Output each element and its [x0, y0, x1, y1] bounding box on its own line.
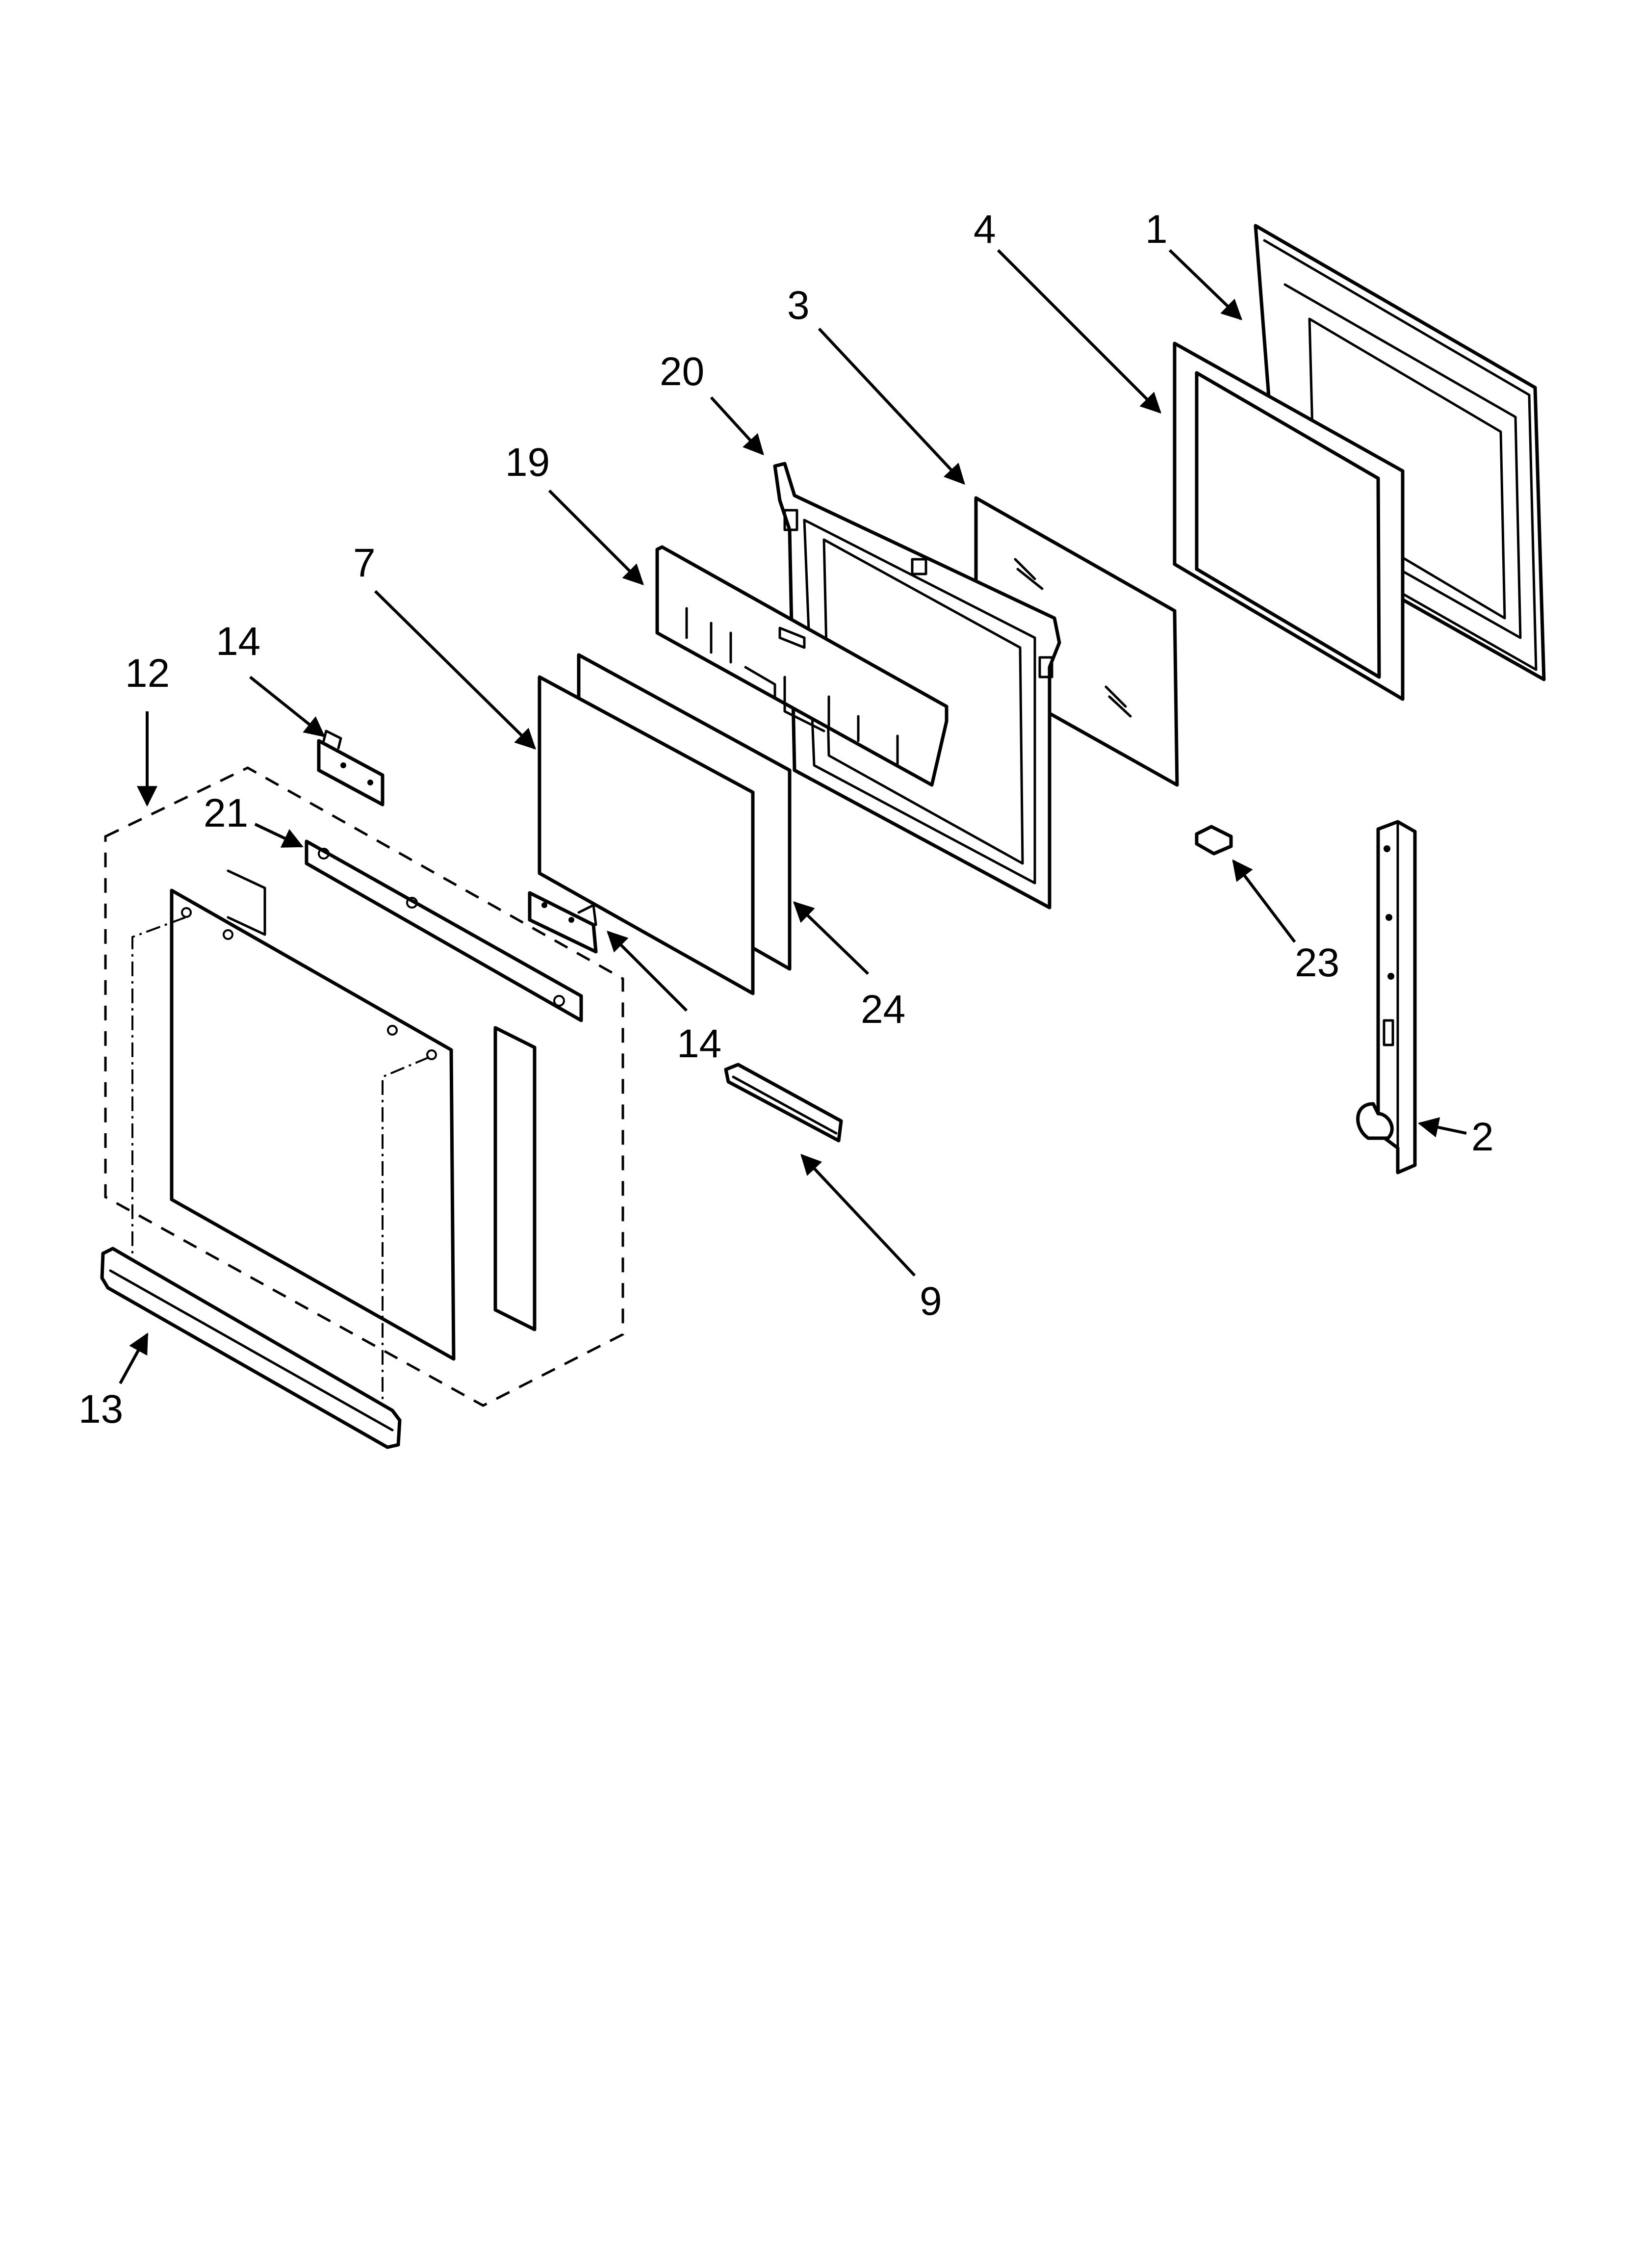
leader-13	[119, 1332, 149, 1384]
leader-7	[374, 590, 536, 750]
part-9-bottom-vent	[724, 1063, 843, 1143]
leader-9	[800, 1153, 916, 1277]
callout-19: 19	[505, 440, 550, 485]
part-2-hinge	[1356, 820, 1417, 1174]
leader-14-upper	[249, 676, 326, 737]
callout-21: 21	[204, 791, 248, 835]
part-23-clip	[1195, 825, 1233, 856]
leader-4	[997, 249, 1161, 414]
leader-23	[1232, 859, 1296, 943]
callout-2: 2	[1471, 1115, 1494, 1159]
leader-1	[1168, 249, 1243, 320]
callout-23: 23	[1295, 940, 1339, 985]
part-14-hinge-bracket-lower	[528, 891, 598, 954]
leader-21	[254, 823, 304, 848]
callout-20: 20	[660, 349, 704, 394]
leader-14-lower	[607, 931, 688, 1012]
callout-12: 12	[125, 651, 170, 696]
callout-3: 3	[787, 283, 810, 328]
part-14-hinge-bracket-upper	[317, 730, 385, 807]
leader-2	[1417, 1117, 1467, 1138]
leader-19	[548, 489, 644, 585]
door-outer-glass	[131, 869, 456, 1413]
part-4-door-frame	[1173, 341, 1405, 701]
leader-24	[793, 901, 870, 975]
leader-20	[710, 396, 764, 456]
callout-labels: 1 4 3 20 19 7 14 12 21 14 24 23 2 9 13	[78, 207, 1494, 1432]
part-12-door-assembly-outline	[104, 766, 624, 1407]
callout-9: 9	[920, 1279, 942, 1324]
callout-14-lower: 14	[677, 1021, 721, 1066]
callout-7: 7	[353, 541, 376, 585]
part-19-heat-shield	[655, 545, 949, 787]
callout-4: 4	[974, 207, 996, 252]
callout-14-upper: 14	[216, 619, 260, 664]
door-side-strip	[493, 1026, 537, 1331]
callout-13: 13	[78, 1387, 123, 1432]
leader-3	[818, 327, 965, 485]
part-7-inner-glass	[538, 675, 755, 995]
leader-lines	[119, 249, 1467, 1384]
part-21-trim-strip	[305, 839, 583, 1022]
callout-24: 24	[861, 987, 905, 1032]
callout-1: 1	[1145, 207, 1168, 252]
part-13-door-handle	[100, 1247, 402, 1449]
